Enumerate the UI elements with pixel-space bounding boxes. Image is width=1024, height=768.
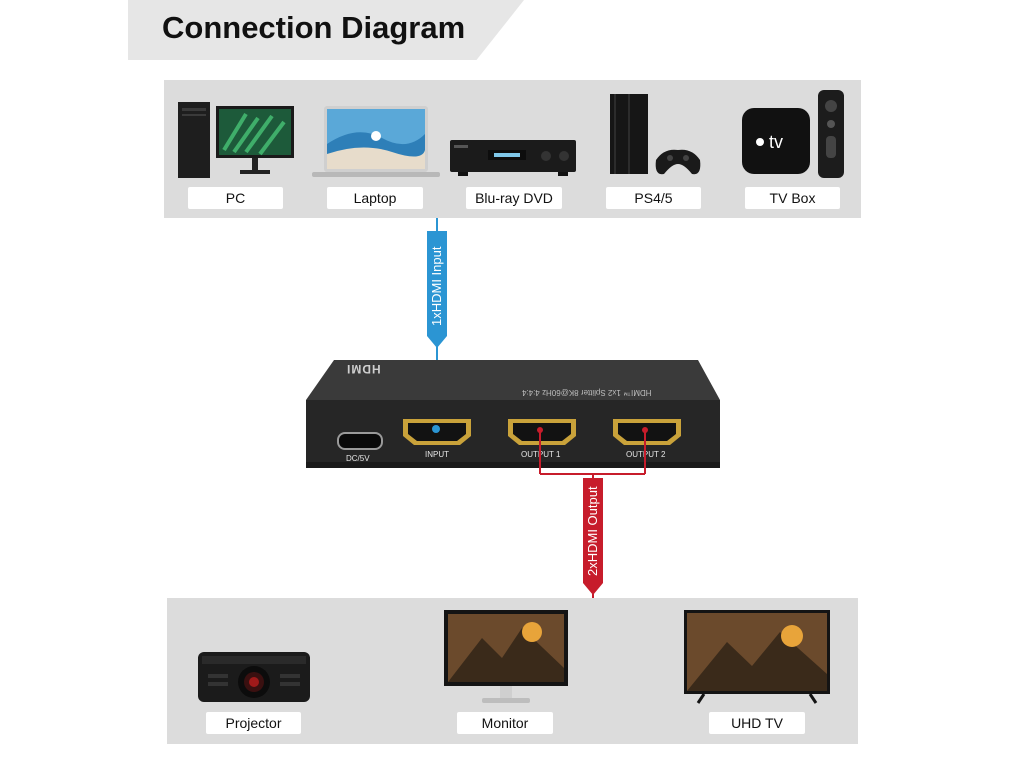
output-link-arrow (583, 583, 603, 595)
display-label-projector: Projector (206, 712, 301, 734)
title-banner (128, 0, 524, 60)
output-link-tag (583, 478, 603, 583)
device-model: HDMI™ 1x2 Splitter 8K@60Hz 4:4:4 (522, 388, 652, 397)
display-label-monitor: Monitor (457, 712, 553, 734)
port-label-input: INPUT (425, 450, 449, 459)
input-link-tag (427, 231, 447, 336)
monitor-icon (442, 608, 570, 706)
input-link-arrow (427, 336, 447, 348)
source-label-laptop: Laptop (327, 187, 423, 209)
dc-power-port (337, 432, 383, 450)
laptop-icon (312, 104, 440, 180)
splitter-device (306, 360, 720, 470)
source-label-tvbox: TV Box (745, 187, 840, 209)
port-label-power: DC/5V (346, 454, 370, 463)
input-connection-dot (432, 425, 440, 433)
display-label-uhd-tv: UHD TV (709, 712, 805, 734)
source-label-pc: PC (188, 187, 283, 209)
pc-icon (176, 100, 296, 180)
game-console-icon (604, 92, 704, 180)
uhd-tv-icon (682, 608, 832, 704)
source-label-bluray: Blu-ray DVD (466, 187, 562, 209)
diagram-title: Connection Diagram (162, 10, 466, 45)
svg-text:tv: tv (769, 132, 783, 152)
projector-icon (196, 648, 312, 706)
bluray-player-icon (446, 136, 580, 178)
output-link-label: 2xHDMI Output (585, 486, 600, 576)
device-logo: HDMI (346, 362, 381, 376)
tv-box-icon: tv (740, 88, 848, 180)
source-label-ps: PS4/5 (606, 187, 701, 209)
input-link-label: 1xHDMI Input (429, 246, 444, 326)
